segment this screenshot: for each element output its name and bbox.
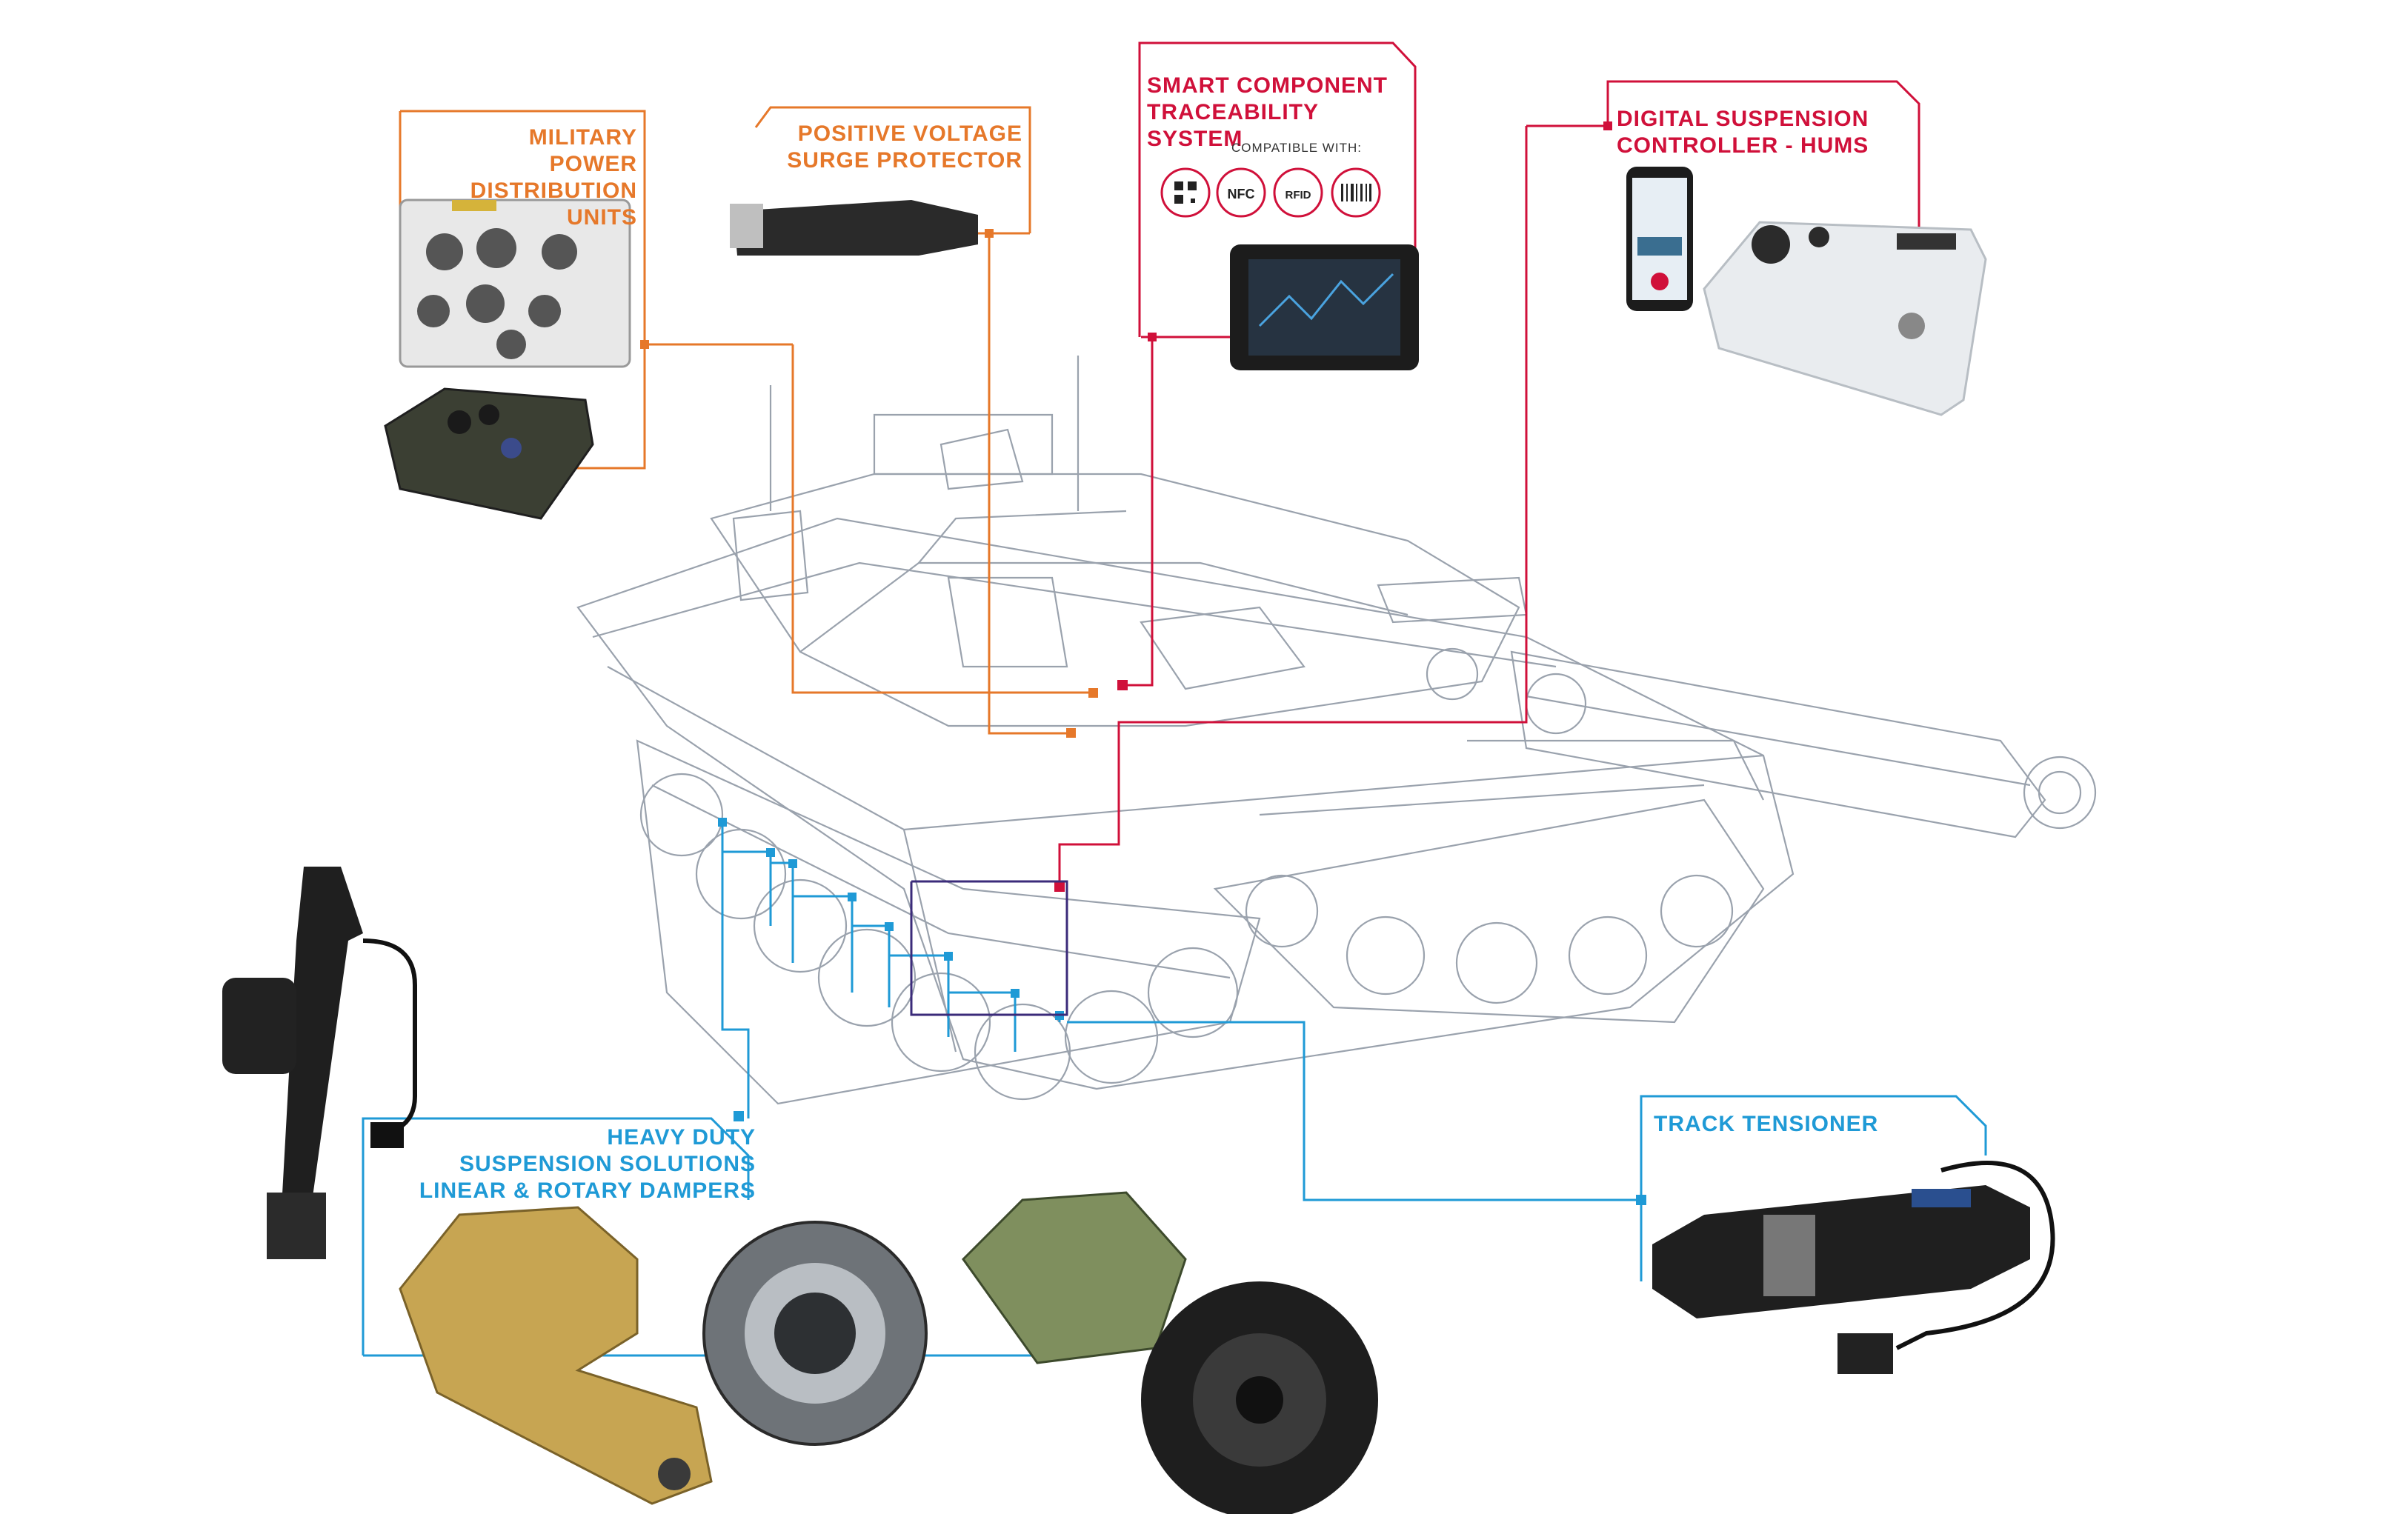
suspension-label-line2: SUSPENSION SOLUTIONS	[459, 1152, 756, 1176]
trace-badges	[1160, 167, 1381, 218]
phone-app-icon	[1626, 167, 1693, 311]
tensioner-label: TRACK TENSIONER	[1654, 1111, 1920, 1138]
rfid-icon	[1273, 167, 1323, 218]
pdu-white-unit-icon	[399, 199, 631, 368]
qr-code-icon	[1160, 167, 1211, 218]
rfid-badge-text: RFID	[1286, 189, 1311, 201]
pdu-label-line2: DISTRIBUTION UNITS	[470, 179, 637, 230]
pdu-label-line1: MILITARY POWER	[528, 125, 637, 176]
pdu-dark-unit-icon	[384, 387, 594, 520]
trace-compat-text: COMPATIBLE WITH:	[1231, 141, 1362, 155]
pdu-label: MILITARY POWER DISTRIBUTION UNITS	[437, 124, 637, 231]
trace-label: SMART COMPONENT TRACEABILITY SYSTEM	[1147, 73, 1414, 153]
rotary-damper-gold-icon	[399, 1206, 713, 1505]
nfc-badge-text: NFC	[1228, 187, 1255, 201]
hull-frame-line	[910, 880, 1068, 1016]
road-wheel-assembly-icon	[962, 1191, 1378, 1514]
hums-connector	[1054, 80, 1920, 892]
trace-label-line2: TRACEABILITY SYSTEM	[1147, 100, 1319, 151]
surge-label-line2: SURGE PROTECTOR	[787, 148, 1022, 173]
tensioner-label-line1: TRACK TENSIONER	[1654, 1112, 1879, 1136]
barcode-icon	[1331, 167, 1381, 218]
hums-label-line1: DIGITAL SUSPENSION	[1617, 107, 1869, 131]
tensioner-connector	[1067, 1021, 1987, 1281]
linear-damper-icon	[222, 867, 417, 1259]
badge-glyphs	[1174, 181, 1371, 204]
rotary-damper-steel-icon	[702, 1221, 928, 1446]
hums-controller-icon	[1703, 221, 1987, 416]
surge-protector-icon	[730, 200, 978, 256]
suspension-label-line1: HEAVY DUTY	[607, 1125, 756, 1150]
suspension-label: HEAVY DUTY SUSPENSION SOLUTIONS LINEAR &…	[415, 1124, 756, 1204]
suspension-label-line3: LINEAR & ROTARY DAMPERS	[419, 1178, 756, 1203]
rugged-tablet-icon	[1230, 244, 1419, 370]
hums-label: DIGITAL SUSPENSION CONTROLLER - HUMS	[1617, 106, 1913, 159]
surge-connector	[754, 106, 1076, 738]
tank-wireframe	[576, 356, 2097, 1105]
trace-label-line1: SMART COMPONENT	[1147, 73, 1388, 98]
nfc-icon	[1216, 167, 1266, 218]
surge-label: POSITIVE VOLTAGE SURGE PROTECTOR	[785, 121, 1022, 174]
hums-label-line2: CONTROLLER - HUMS	[1617, 133, 1869, 158]
surge-label-line1: POSITIVE VOLTAGE	[797, 121, 1022, 146]
track-tensioner-icon	[1652, 1161, 2055, 1374]
